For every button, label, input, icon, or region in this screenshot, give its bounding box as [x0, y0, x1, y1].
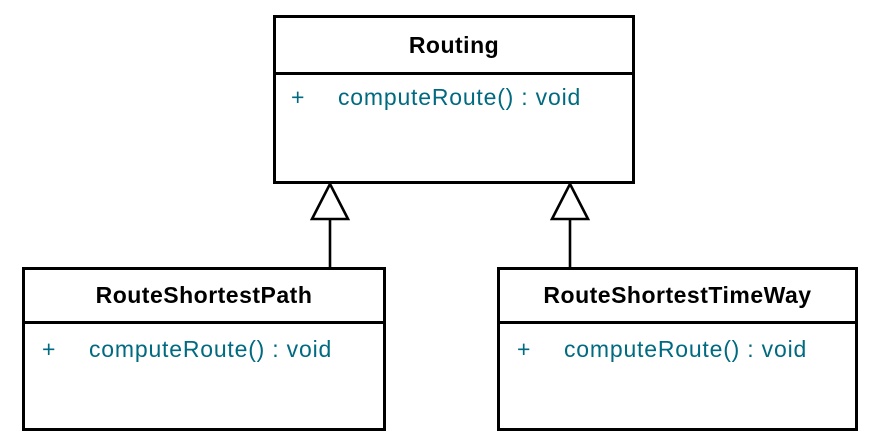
visibility-symbol: +: [291, 84, 306, 110]
class-methods-compartment: + computeRoute() : void: [276, 75, 632, 111]
method-signature: computeRoute() : void: [89, 336, 333, 362]
class-box-routeshortesttimeway[interactable]: RouteShortestTimeWay + computeRoute() : …: [497, 267, 858, 431]
method-row[interactable]: + computeRoute() : void: [276, 75, 581, 111]
visibility-symbol: +: [517, 336, 532, 362]
class-methods-compartment: + computeRoute() : void: [500, 324, 855, 363]
method-signature: computeRoute() : void: [338, 84, 582, 110]
class-title: Routing: [276, 18, 632, 75]
class-box-routeshortestpath[interactable]: RouteShortestPath + computeRoute() : voi…: [22, 267, 386, 431]
hollow-triangle-arrowhead: [549, 181, 591, 221]
method-row[interactable]: + computeRoute() : void: [500, 324, 807, 363]
generalization-edge-routeshortestpath[interactable]: [309, 181, 351, 269]
class-title: RouteShortestTimeWay: [500, 270, 855, 324]
method-signature: computeRoute() : void: [564, 336, 808, 362]
generalization-edge-routeshortesttimeway[interactable]: [549, 181, 591, 269]
class-box-routing[interactable]: Routing + computeRoute() : void: [273, 15, 635, 184]
method-row[interactable]: + computeRoute() : void: [25, 324, 332, 363]
hollow-triangle-arrowhead: [309, 181, 351, 221]
class-methods-compartment: + computeRoute() : void: [25, 324, 383, 363]
class-title: RouteShortestPath: [25, 270, 383, 324]
visibility-symbol: +: [42, 336, 57, 362]
